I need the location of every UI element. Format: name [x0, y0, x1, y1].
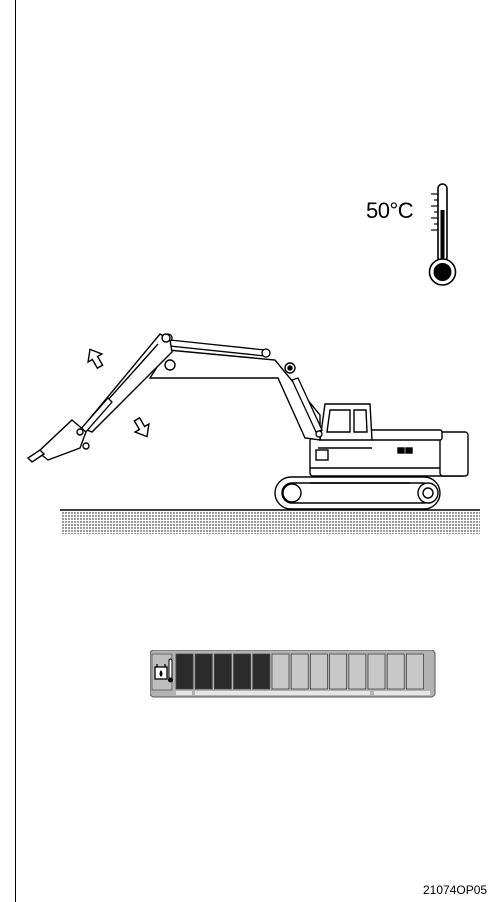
thermometer-icon: [428, 183, 457, 286]
boom: [148, 349, 321, 441]
gauge-segment: [175, 653, 194, 690]
bucket: [26, 419, 90, 463]
track-assembly: [274, 476, 441, 510]
gauge-strip-middle: [195, 691, 370, 695]
gauge-segment: [194, 653, 213, 690]
gauge-strip-left: [176, 691, 192, 695]
gauge-segments: [175, 653, 424, 690]
boom-cylinder: [291, 377, 323, 438]
left-border-line: [15, 0, 16, 902]
operator-cab: [315, 403, 373, 461]
arrow-up-icon: [87, 348, 104, 370]
temperature-indicator: 50°C: [360, 180, 470, 295]
coolant-temperature-icon: [151, 653, 173, 691]
gauge-strip-right: [374, 691, 430, 695]
gauge-segment: [214, 653, 232, 690]
ground: [60, 509, 480, 534]
gauge-segment: [309, 653, 328, 690]
gauge-segment: [386, 653, 405, 690]
temperature-unit: °C: [389, 198, 414, 223]
coolant-temperature-gauge: [150, 650, 436, 698]
gauge-segment: [405, 653, 424, 690]
gauge-segment: [290, 653, 309, 690]
gauge-segment: [329, 653, 348, 690]
gauge-segment: [367, 653, 386, 690]
gauge-segment: [348, 653, 367, 690]
excavator-illustration: [26, 333, 480, 534]
temperature-value: 50: [366, 198, 390, 223]
arrow-down-icon: [133, 416, 150, 438]
figure-code: 21074OP05: [423, 883, 488, 897]
temperature-label: 50°C: [366, 198, 414, 224]
gauge-segment: [252, 653, 271, 690]
gauge-segment: [233, 653, 251, 690]
gauge-segment: [271, 653, 290, 690]
